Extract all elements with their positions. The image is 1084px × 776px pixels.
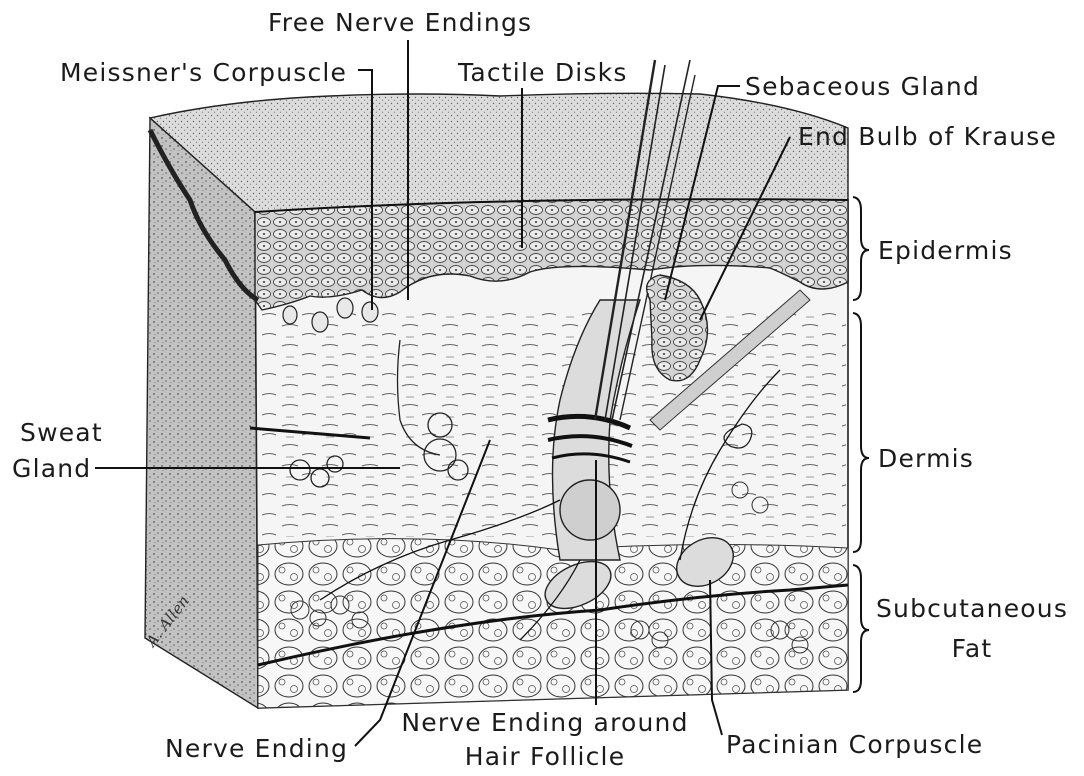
label-subcutaneous-fat-line2: Fat	[872, 636, 1072, 661]
label-hair-follicle-line2: Hair Follicle	[395, 744, 695, 769]
label-sweat-gland-line1: Sweat	[20, 420, 103, 445]
label-end-bulb-of-krause: End Bulb of Krause	[798, 124, 1057, 149]
bracket-epidermis	[853, 197, 869, 300]
subcutaneous-fat-layer	[258, 539, 848, 708]
label-meissners-corpuscle: Meissner's Corpuscle	[60, 60, 347, 85]
label-pacinian-corpuscle: Pacinian Corpuscle	[726, 732, 983, 757]
label-sebaceous-gland: Sebaceous Gland	[745, 74, 980, 99]
label-free-nerve-endings: Free Nerve Endings	[268, 10, 532, 35]
top-surface	[150, 93, 848, 212]
label-subcutaneous-fat-line1: Subcutaneous	[872, 596, 1072, 621]
label-epidermis: Epidermis	[878, 238, 1013, 263]
label-hair-follicle-line1: Nerve Ending around	[395, 710, 695, 735]
label-sweat-gland-line2: Gland	[12, 456, 91, 481]
label-nerve-ending: Nerve Ending	[165, 736, 348, 761]
skin-block	[145, 93, 848, 708]
label-dermis: Dermis	[878, 446, 974, 471]
label-tactile-disks: Tactile Disks	[458, 60, 628, 85]
bracket-dermis	[853, 313, 869, 552]
bracket-subcutaneous-fat	[853, 565, 869, 692]
